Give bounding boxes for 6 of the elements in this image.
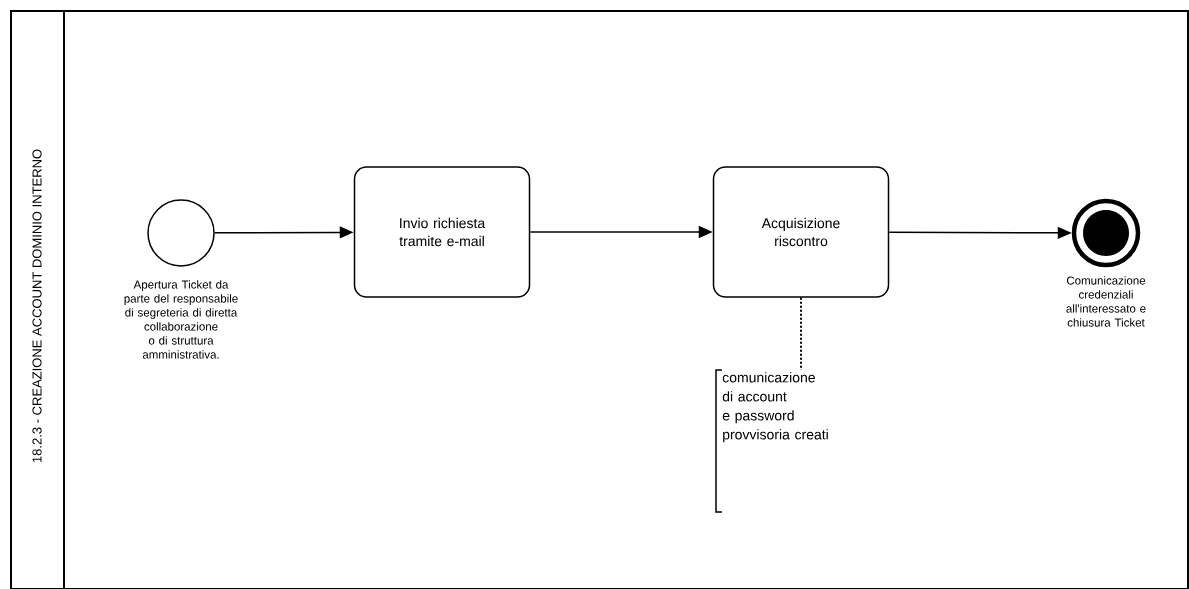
association-line <box>800 296 802 371</box>
event-caption: Comunicazione credenziali all'interessato e chiusura Ticket <box>1066 276 1146 327</box>
text-annotation: comunicazione di account e password provvisoria creati <box>715 369 828 513</box>
event-caption: Apertura Ticket da parte del responsabile di segreteria di diretta collaborazione o di struttura amministrativa. <box>124 280 238 359</box>
task-box: Acquisizione riscontro <box>712 166 890 298</box>
task-box: Invio richiesta tramite e-mail <box>353 166 531 298</box>
